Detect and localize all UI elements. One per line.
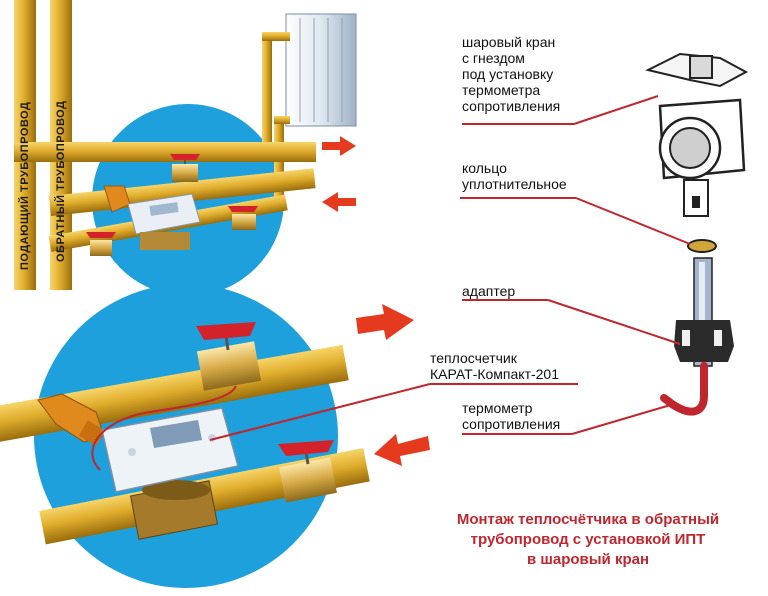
label-ball-valve-line-5: сопротивления [462, 98, 561, 114]
seal-ring [687, 239, 717, 253]
supply-branch-pipe-top [14, 142, 316, 162]
top-ball-valve-1 [170, 154, 200, 182]
top-flow-arrow-in [322, 192, 356, 212]
top-ball-valve-3 [86, 232, 116, 256]
label-heat-meter-line-2: КАРАТ-Компакт-201 [430, 366, 560, 382]
sensor-cable [91, 385, 237, 471]
return-flow-arrow [374, 434, 430, 466]
ball-valve-with-socket [645, 52, 749, 217]
heat-meter-calculator [101, 407, 239, 493]
adapter-part [674, 257, 734, 367]
top-heat-meter [127, 193, 201, 250]
caption-line-3: в шаровый кран [526, 551, 650, 568]
bottom-return-valve [278, 440, 337, 503]
supply-pipe-label: ПОДАЮЩИЙ ТРУБОПРОВОД [19, 101, 31, 270]
label-ball-valve-line-2: с гнездом [462, 50, 525, 66]
label-heat-meter: теплосчетчик КАРАТ-Компакт-201 [430, 350, 559, 382]
radiator [285, 13, 357, 127]
supply-flow-arrow [356, 304, 414, 340]
leader-lines [209, 95, 691, 441]
radiator-supply-pipe [262, 36, 272, 146]
label-seal-ring: кольцо уплотнительное [462, 160, 567, 192]
label-ball-valve-line-4: термометра [462, 82, 541, 98]
flow-meter-body [129, 480, 219, 540]
radiator-supply-top [262, 32, 290, 41]
top-ball-valve-2 [228, 206, 258, 230]
label-thermometer-line-1: термометр [462, 400, 533, 416]
strainer-bottom [37, 393, 106, 446]
caption-line-2: трубопровод с установкой ИПТ [470, 531, 706, 548]
label-ball-valve: шаровый кран с гнездом под установку тер… [462, 34, 560, 114]
label-seal-ring-line-2: уплотнительное [462, 176, 567, 192]
label-resistance-thermometer: термометр сопротивления [462, 400, 560, 432]
bottom-supply-valve [196, 322, 262, 391]
top-flow-arrow-out [322, 136, 356, 156]
label-heat-meter-line-1: теплосчетчик [430, 350, 517, 366]
label-adapter-line-1: адаптер [462, 283, 516, 299]
caption-line-1: Монтаж теплосчётчика в обратный [456, 511, 720, 528]
label-ball-valve-line-3: под установку [462, 66, 554, 82]
label-ball-valve-line-1: шаровый кран [462, 34, 556, 50]
label-seal-ring-line-1: кольцо [462, 160, 507, 176]
return-pipe-label: ОБРАТНЫЙ ТРУБОПРОВОД [55, 100, 67, 262]
radiator-return-bottom [274, 116, 290, 124]
label-thermometer-line-2: сопротивления [462, 416, 561, 432]
diagram-caption: Монтаж теплосчётчика в обратный трубопро… [408, 510, 768, 570]
label-adapter: адаптер [462, 283, 515, 299]
